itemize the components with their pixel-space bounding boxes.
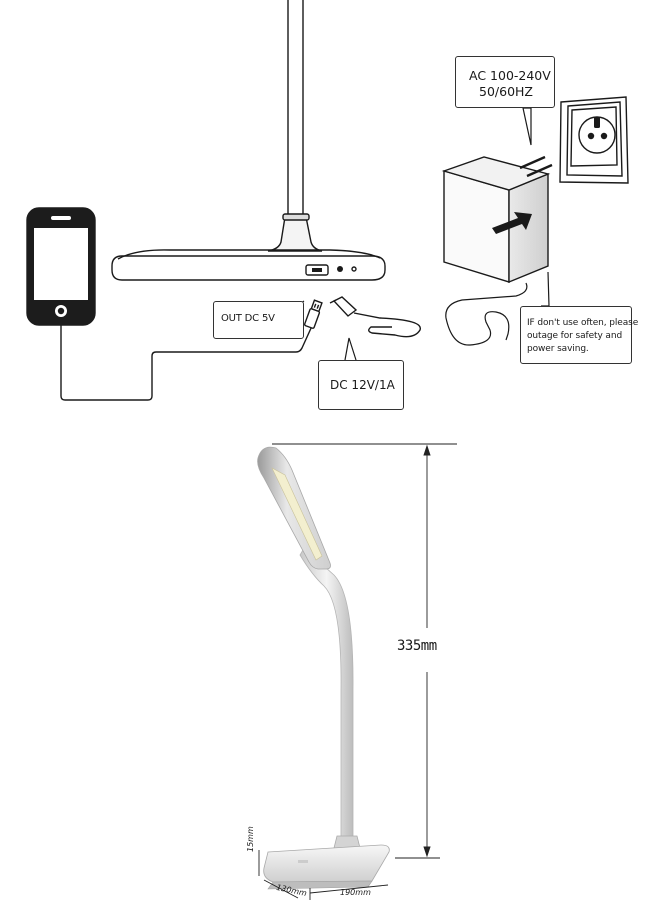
base-thickness-label: 15mm (246, 826, 255, 852)
usb-output-label: OUT DC 5V (221, 313, 275, 324)
lamp-base-wiring (111, 249, 386, 281)
dimension-lines (258, 443, 457, 900)
wiring-diagram (26, 0, 629, 401)
power-note-callout (520, 306, 632, 364)
usb-plug-icon (303, 299, 323, 329)
adapter-input-label-line1: AC 100-240V (469, 68, 551, 83)
lamp-pole (267, 0, 323, 252)
base-width-label: 190mm (340, 888, 371, 897)
usb-output-callout (213, 301, 304, 339)
dc-input-label: DC 12V/1A (330, 378, 395, 392)
lamp-base-3d (263, 844, 390, 890)
lamp-gooseneck (299, 544, 354, 839)
adapter-input-label-line2: 50/60HZ (479, 84, 533, 99)
power-note-line2: outage for safety and (527, 331, 623, 341)
lamp-product-drawing (257, 446, 390, 890)
height-dimension-label: 335mm (397, 638, 437, 654)
adapter-input-callout (455, 56, 555, 108)
smartphone-icon (26, 207, 96, 326)
dc-barrel-plug-icon (329, 296, 421, 338)
phone-charging-cable (60, 325, 313, 401)
wall-socket-icon (559, 96, 629, 184)
power-note-line1: IF don't use often, please (527, 318, 639, 328)
power-note-line3: power saving. (527, 344, 589, 354)
dc-input-callout (318, 360, 404, 410)
lamp-led-strip (271, 467, 323, 561)
touch-switch-icon (298, 860, 308, 863)
power-adapter-icon (441, 155, 553, 284)
adapter-cable (445, 282, 528, 346)
